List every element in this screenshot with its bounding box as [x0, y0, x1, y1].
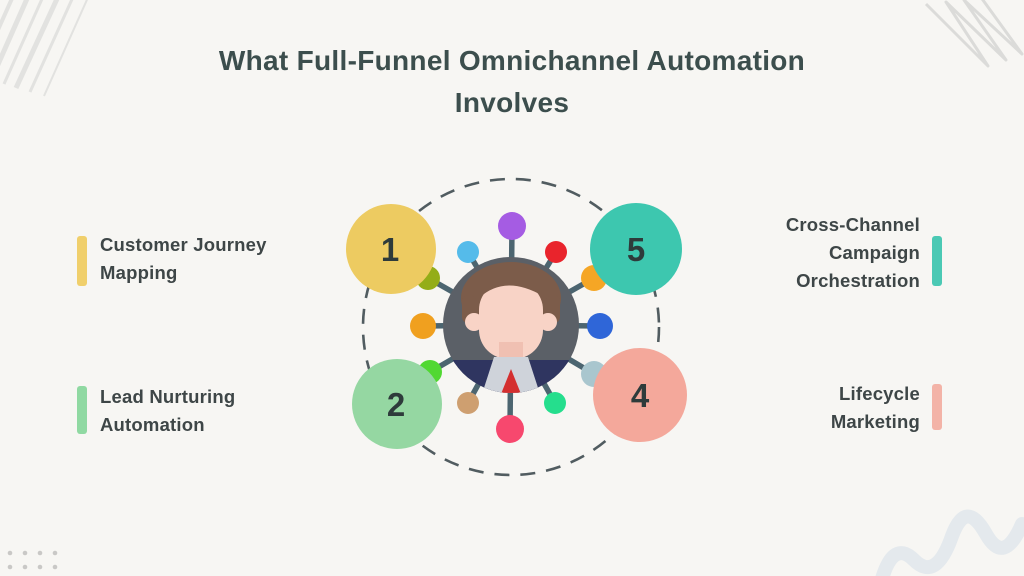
label-customer-journey-mapping: Customer Journey Mapping: [100, 231, 330, 287]
label-line: Customer Journey: [100, 234, 267, 255]
satellite-emerald: [544, 392, 566, 414]
satellite-purple: [498, 212, 526, 240]
satellite-light-blue: [457, 241, 479, 263]
label-lifecycle-marketing: Lifecycle Marketing: [690, 380, 920, 436]
step-number-4: 4: [631, 377, 650, 414]
label-line: Campaign: [828, 242, 920, 263]
step-circle-2: [352, 359, 442, 449]
avatar-ear-right: [539, 313, 557, 331]
accent-bar-cross-channel: [932, 236, 942, 286]
label-cross-channel-campaign-orchestration: Cross-Channel Campaign Orchestration: [690, 211, 920, 295]
central-avatar: [443, 257, 579, 393]
step-number-1: 1: [381, 231, 399, 268]
hatch-line: [43, 0, 88, 97]
dot: [37, 564, 43, 570]
satellite-pink-red: [496, 415, 524, 443]
accent-bar-lead-nurturing: [77, 386, 87, 434]
hatch-line: [0, 0, 30, 67]
dot: [37, 550, 43, 556]
satellite-red: [545, 241, 567, 263]
label-line: Marketing: [830, 411, 920, 432]
avatar-ear-left: [465, 313, 483, 331]
page-title: What Full-Funnel Omnichannel Automation …: [0, 40, 1024, 124]
satellite-tan: [457, 392, 479, 414]
label-line: Lifecycle: [839, 383, 920, 404]
corner-wave-bottom-right: [875, 509, 1024, 576]
hatch-line: [13, 0, 60, 90]
step-number-2: 2: [387, 386, 405, 423]
label-line: Cross-Channel: [785, 214, 920, 235]
dashed-orbit-ring: [361, 177, 661, 477]
hatch-line: [28, 0, 74, 93]
step-circle-1: [346, 204, 436, 294]
dot: [22, 564, 28, 570]
page-title-line-1: What Full-Funnel Omnichannel Automation: [218, 45, 806, 76]
page-title-line-2: Involves: [454, 87, 570, 118]
step-circle-5: [590, 203, 682, 295]
avatar-face: [479, 281, 543, 359]
hatch-line: [0, 0, 14, 31]
label-line: Mapping: [100, 262, 178, 283]
corner-scribble-top-right: [924, 0, 1024, 68]
dot-grid-bottom-left: [7, 550, 58, 570]
avatar-tie: [501, 369, 521, 393]
satellite-orange-left: [410, 313, 436, 339]
dot: [52, 550, 58, 556]
hatch-line: [2, 0, 44, 85]
step-number-5: 5: [627, 231, 645, 268]
satellite-blue: [587, 313, 613, 339]
step-circles: 1 5 2 4: [346, 203, 687, 449]
label-lead-nurturing-automation: Lead Nurturing Automation: [100, 383, 330, 439]
label-line: Orchestration: [796, 270, 920, 291]
accent-bar-customer-journey: [77, 236, 87, 286]
dot: [7, 564, 13, 570]
dot: [22, 550, 28, 556]
dot: [7, 550, 13, 556]
accent-bar-lifecycle: [932, 384, 942, 430]
avatar-fringe: [479, 275, 543, 298]
label-line: Automation: [100, 414, 205, 435]
label-line: Lead Nurturing: [100, 386, 236, 407]
corner-hatch-top-left: [0, 0, 88, 97]
step-circle-4: [593, 348, 687, 442]
dot: [52, 564, 58, 570]
